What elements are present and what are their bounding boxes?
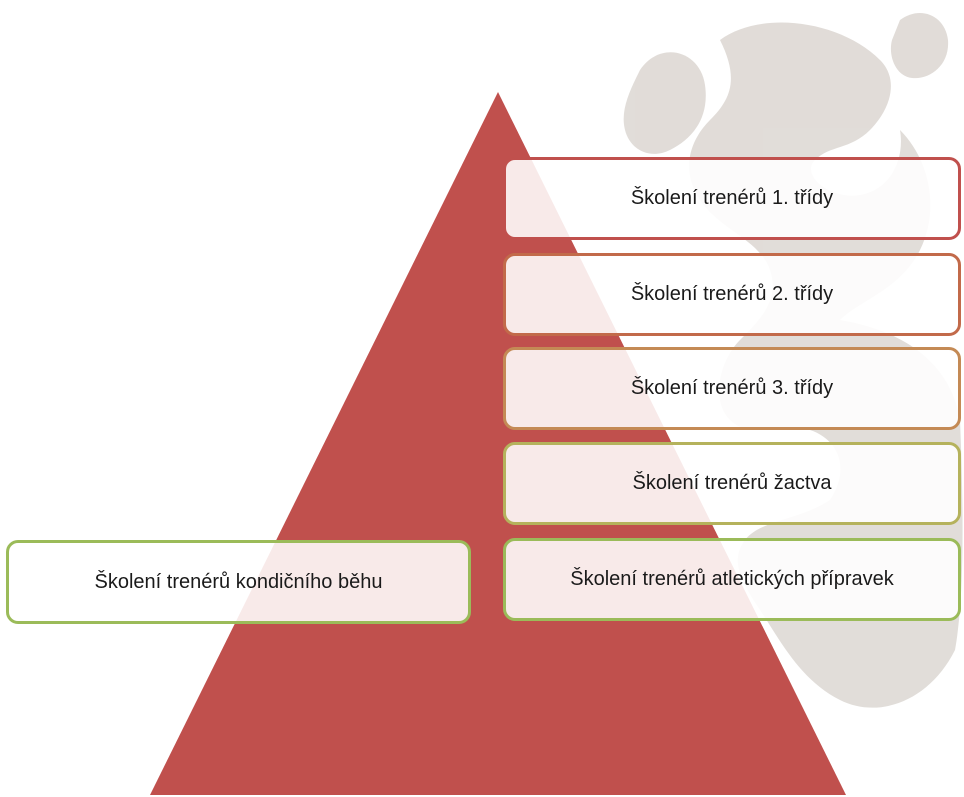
level-3-box: Školení trenérů 3. třídy <box>503 347 961 430</box>
level-2-label: Školení trenérů 2. třídy <box>630 283 834 305</box>
level-1-label: Školení trenérů 1. třídy <box>630 187 834 209</box>
level-1-box: Školení trenérů 1. třídy <box>503 157 961 240</box>
level-4-box: Školení trenérů žactva <box>503 442 961 525</box>
level-5-box: Školení trenérů atletických přípravek <box>503 538 961 621</box>
level-5-label: Školení trenérů atletických přípravek <box>570 568 894 590</box>
side-item-box: Školení trenérů kondičního běhu <box>6 540 471 624</box>
level-2-box: Školení trenérů 2. třídy <box>503 253 961 336</box>
level-4-label: Školení trenérů žactva <box>632 472 832 494</box>
level-3-label: Školení trenérů 3. třídy <box>630 377 834 399</box>
side-item-label: Školení trenérů kondičního běhu <box>94 570 383 593</box>
